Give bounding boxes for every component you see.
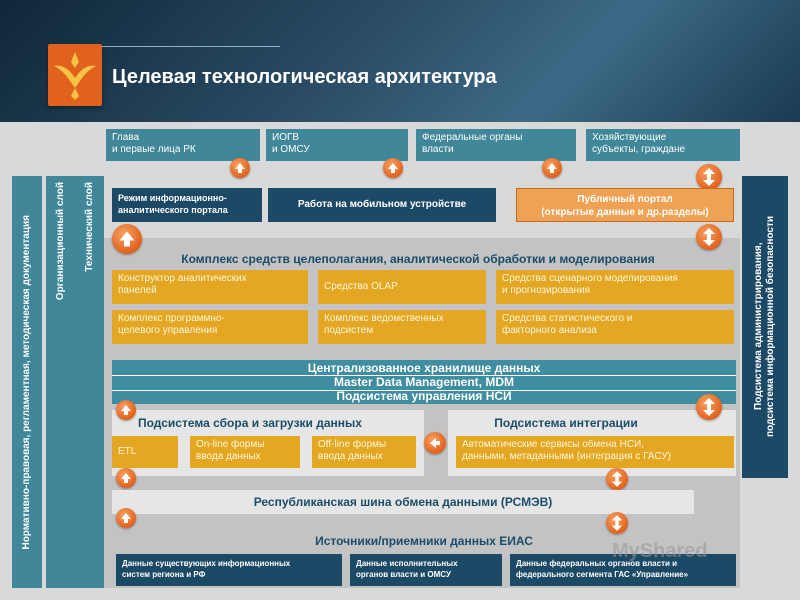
portal-mode-box: Режим информационно-аналитического порта…	[112, 188, 262, 222]
header-banner	[0, 0, 800, 122]
up-arrow-icon	[383, 158, 403, 178]
double-arrow-icon	[606, 468, 628, 490]
integration-services-box: Автоматические сервисы обмена НСИ,данным…	[456, 436, 734, 468]
org-layer-bar: Организационный слой	[46, 176, 76, 588]
org-layer-label: Организационный слой	[55, 182, 66, 301]
bus-block	[112, 490, 694, 514]
page-title: Целевая технологическая архитектура	[112, 66, 497, 88]
analytics-title: Комплекс средств целеполагания, аналитич…	[181, 252, 655, 266]
legal-docs-label: Нормативно-правовая, регламентная, метод…	[21, 214, 32, 550]
left-arrow-icon	[424, 432, 446, 454]
tech-layer-bar: Технический слой	[76, 176, 104, 588]
up-arrow-icon	[116, 468, 136, 488]
up-arrow-icon	[116, 400, 136, 420]
up-arrow-icon	[542, 158, 562, 178]
bus-title: Республиканская шина обмена данными (РСМ…	[253, 495, 553, 509]
admin-security-bar: Подсистема администрирования, подсистема…	[742, 176, 788, 478]
double-arrow-icon	[696, 394, 722, 420]
analytics-program-target: Комплекс программно-целевого управления	[112, 310, 308, 344]
public-portal-box: Публичный портал(открытые данные и др.ра…	[516, 188, 734, 222]
legal-docs-bar: Нормативно-правовая, регламентная, метод…	[12, 176, 42, 588]
analytics-olap: Средства OLAP	[318, 270, 486, 304]
emblem-icon	[48, 44, 102, 106]
double-arrow-icon	[696, 224, 722, 250]
admin-security-label: Подсистема администрирования, подсистема…	[753, 216, 776, 438]
watermark-text: MyShared	[612, 540, 708, 562]
up-arrow-icon	[116, 508, 136, 528]
storage-divider	[112, 375, 736, 376]
etl-box: ETL	[112, 436, 178, 468]
double-arrow-icon	[696, 164, 722, 190]
storage-divider	[112, 390, 736, 391]
double-arrow-icon	[606, 512, 628, 534]
collection-title: Подсистема сбора и загрузки данных	[138, 416, 362, 430]
sources-title: Источники/приемники данных ЕИАС	[315, 534, 533, 548]
up-arrow-icon	[112, 224, 142, 254]
integration-title: Подсистема интеграции	[494, 416, 638, 430]
tech-layer-label: Технический слой	[84, 182, 95, 272]
up-arrow-icon	[230, 158, 250, 178]
header-divider	[88, 46, 280, 47]
data-warehouse-block: Централизованное хранилище данных Master…	[112, 360, 736, 404]
mobile-box: Работа на мобильном устройстве	[268, 188, 496, 222]
